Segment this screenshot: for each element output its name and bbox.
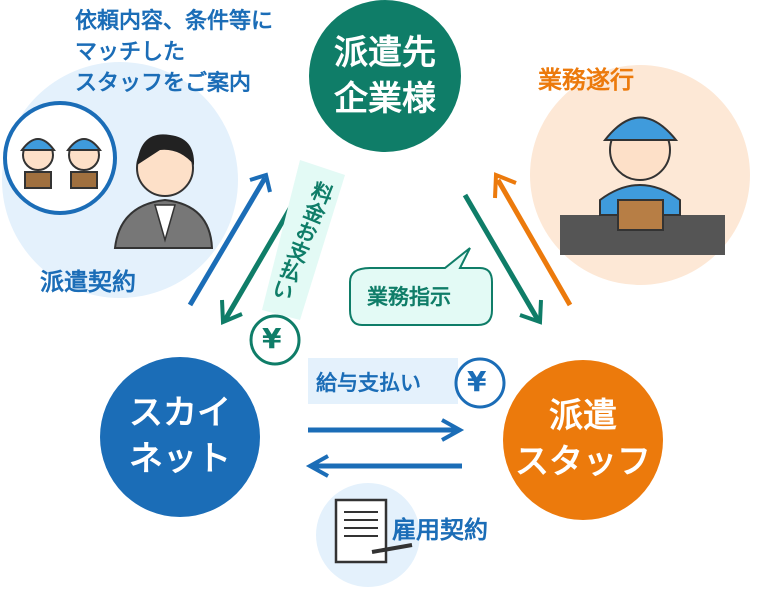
instruction-bubble bbox=[349, 247, 493, 326]
salary-band bbox=[308, 358, 458, 404]
yen-symbol-fee: ¥ bbox=[262, 322, 282, 355]
client-node-label: 派遣先企業様 bbox=[334, 33, 436, 119]
intro-text: 依頼内容、条件等にマッチしたスタッフをご案内 bbox=[75, 9, 274, 96]
yen-icon-fee bbox=[249, 314, 301, 366]
staff-node bbox=[503, 360, 663, 520]
contract-document-icon bbox=[334, 498, 413, 564]
dispatch-contract-label: 派遣契約 bbox=[40, 268, 136, 296]
client-node bbox=[309, 0, 461, 152]
arrow-client-to-staff bbox=[462, 193, 541, 322]
work-instruction-label: 業務指示 bbox=[367, 285, 451, 309]
yen-icon-salary bbox=[454, 357, 506, 409]
arrow-staff-to-client bbox=[495, 178, 573, 307]
fee-band bbox=[262, 160, 345, 320]
factory-worker-icon bbox=[560, 116, 725, 255]
work-execution-label: 業務遂行 bbox=[538, 66, 634, 94]
staff-icons bbox=[3, 101, 117, 215]
businessman-icon bbox=[113, 134, 214, 249]
arrow-client-to-skynet bbox=[222, 193, 301, 322]
yen-symbol-salary: ¥ bbox=[467, 365, 487, 398]
salary-payment-label: 給与支払い bbox=[316, 371, 421, 395]
skynet-node-label: スカイネット bbox=[129, 393, 231, 479]
employment-contract-label: 雇用契約 bbox=[392, 516, 488, 544]
staff-node-label: 派遣スタッフ bbox=[515, 396, 651, 482]
skynet-node bbox=[100, 357, 260, 517]
arrow-skynet-to-client bbox=[187, 176, 268, 307]
